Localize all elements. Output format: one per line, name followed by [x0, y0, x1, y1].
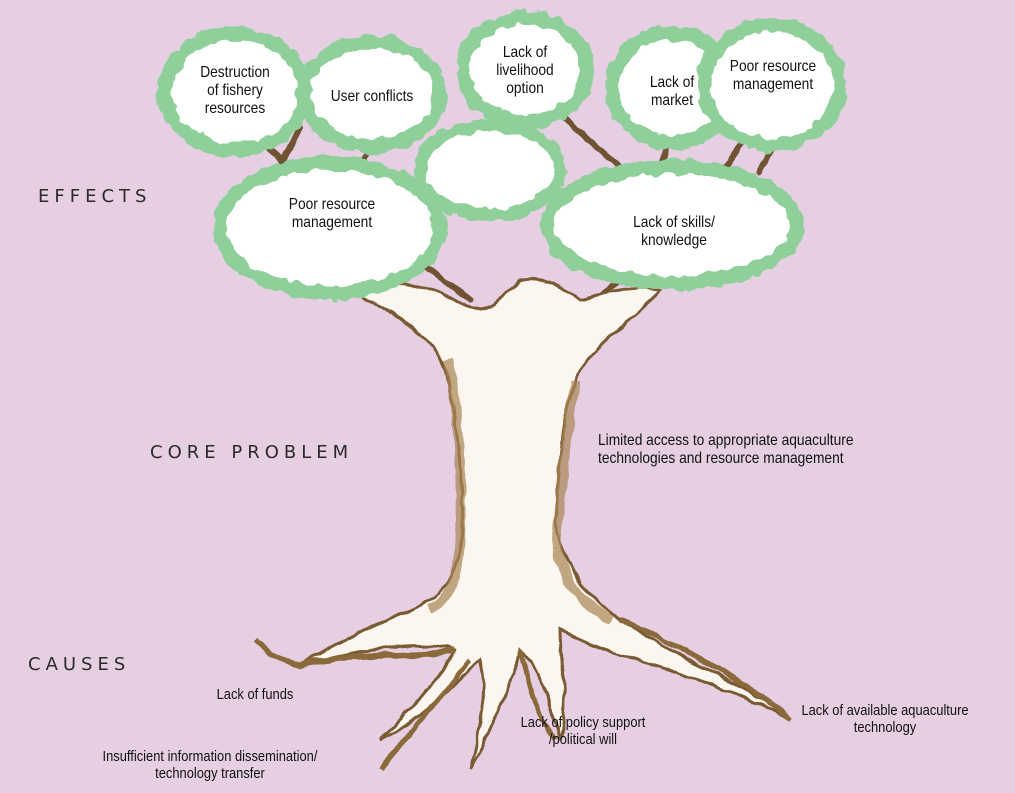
root	[252, 637, 456, 669]
leaf-cluster-livelihood	[456, 11, 594, 129]
effect-lack-of-skills-knowledge: Lack of skills/ knowledge	[633, 214, 715, 249]
root	[378, 658, 472, 772]
cause-lack-of-available-aquaculture-technology: Lack of available aquaculture technology	[801, 702, 969, 736]
cause-lack-of-funds: Lack of funds	[216, 686, 294, 703]
effect-user-conflicts: User conflicts	[330, 88, 414, 105]
trunk-shade-left	[427, 359, 466, 615]
effect-lack-of-market: Lack of market	[649, 74, 695, 109]
leaf-cluster-user-conflicts	[297, 35, 447, 153]
effect-destruction-of-fishery-resources: Destruction of fishery resources	[200, 64, 270, 117]
effect-poor-resource-management-top: Poor resource management	[729, 58, 817, 93]
branch	[417, 259, 473, 303]
effect-lack-of-livelihood-option: Lack of livelihood option	[496, 44, 554, 97]
core-problem-statement: Limited access to appropriate aquacultur…	[598, 432, 854, 467]
section-label-core-problem: CORE PROBLEM	[150, 442, 354, 463]
section-label-causes: CAUSES	[28, 654, 131, 675]
root	[517, 649, 558, 742]
section-label-effects: EFFECTS	[38, 186, 152, 207]
branch	[279, 127, 303, 163]
trunk	[252, 268, 792, 772]
canopy	[158, 11, 847, 300]
leaf-cluster-skills	[540, 160, 804, 290]
leaf-cluster-poor-mid	[213, 156, 447, 300]
root	[619, 617, 792, 722]
cause-lack-of-policy-support: Lack of policy support /political will	[520, 714, 646, 748]
trunk-shade-right	[550, 379, 613, 625]
tree-trunk	[299, 268, 792, 771]
leaf-cluster-middle	[414, 119, 566, 221]
cause-insufficient-information-dissemination: Insufficient information dissemination/ …	[102, 748, 318, 782]
leaf-cluster-poor-top	[697, 18, 847, 152]
effect-poor-resource-management-mid: Poor resource management	[288, 196, 376, 231]
